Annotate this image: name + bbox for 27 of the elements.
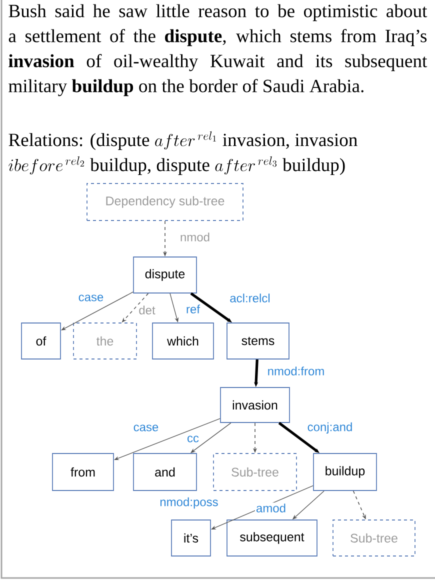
edge-label: case (132, 424, 160, 432)
word-box: of (21, 322, 61, 360)
relations-text: $\text{Relations: (dispute }after^{\,rel_1}\text{ invasion, invasion}$ (8, 131, 358, 150)
word-box: which (152, 322, 214, 360)
edge-label: det (138, 304, 156, 316)
subtree-box: the (73, 322, 137, 360)
word-box: invasion (220, 387, 290, 423)
word-box: subsequent (226, 520, 318, 556)
edge-label: nmod:poss (158, 496, 220, 510)
edge-label: cc (186, 434, 200, 444)
subtree-box: Dependency sub-tree (86, 183, 244, 221)
word-box: from (52, 453, 114, 491)
word-box: it’s (171, 520, 211, 556)
word-box: buildup (313, 453, 377, 491)
paragraph: Bush said he saw little reason to be optimistic about a settlement of the dispute, which stems from Iraq’s invasion of oil-wealthy Kuwait and its subsequent military buildup on the border of Saudi Arabia. (8, 4, 428, 96)
word-box: and (133, 453, 197, 491)
edge-label: conj:and (306, 421, 354, 435)
edge-label: acl:relcl (228, 292, 272, 304)
subtree-box: Sub-tree (332, 520, 416, 556)
edge-label: nmod:from (266, 366, 326, 376)
word-box: dispute (133, 256, 197, 294)
edge-label: nmod (179, 232, 211, 242)
edge-label: ref (185, 304, 201, 314)
subtree-box: Sub-tree (213, 453, 297, 491)
edge-label: case (77, 294, 105, 302)
edge-label: amod (255, 502, 287, 514)
word-box: stems (226, 322, 290, 360)
